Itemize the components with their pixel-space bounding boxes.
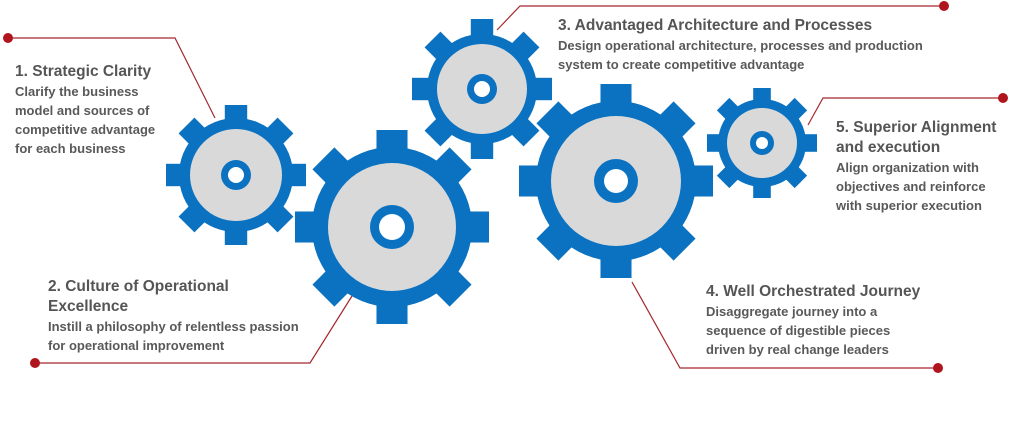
gear-2-tooth	[376, 130, 408, 151]
gear-2-tooth	[468, 211, 489, 243]
gear-5-tooth	[716, 165, 740, 189]
item-1-body-line: Clarify the business	[15, 84, 139, 99]
item-2-body-line: for operational improvement	[48, 338, 225, 353]
item-5-title: 5. Superior Alignment	[836, 119, 997, 136]
item-5-body-line: objectives and reinforce	[836, 179, 986, 194]
gear-2-tooth	[434, 269, 472, 307]
gear-3-tooth	[533, 77, 552, 101]
connector-dot-1	[3, 33, 13, 43]
gear-3-tooth	[424, 31, 454, 61]
item-3-body-line: Design operational architecture, process…	[558, 38, 923, 53]
gear-1-tooth	[289, 163, 306, 187]
gear-3-tooth	[470, 19, 494, 38]
gear-4-tooth	[600, 84, 632, 105]
gear-1-tooth	[224, 105, 248, 122]
item-1-body-line: model and sources of	[15, 103, 150, 118]
gear-2-tooth	[295, 211, 316, 243]
gear-3-tooth	[412, 77, 431, 101]
gear-1-tooth	[166, 163, 183, 187]
gear-1-tooth	[265, 117, 294, 146]
gear-4-tooth	[519, 165, 540, 197]
gear-4-tooth	[658, 101, 696, 139]
gear-5-hole	[756, 137, 768, 149]
gear-5-tooth	[784, 165, 808, 189]
gear-3-tooth	[470, 140, 494, 159]
item-4-title: 4. Well Orchestrated Journey	[706, 283, 921, 300]
connector-line-3	[496, 5, 944, 31]
item-1: 1. Strategic Clarity Clarify the busines…	[15, 62, 155, 158]
gear-3-tooth	[424, 117, 454, 147]
gear-4-tooth	[536, 101, 574, 139]
connector-line-1	[8, 37, 216, 119]
connector-dot-5	[998, 93, 1008, 103]
gear-3-tooth	[510, 31, 540, 61]
gear-4-tooth	[692, 165, 713, 197]
item-4: 4. Well Orchestrated Journey Disaggregat…	[706, 282, 920, 359]
gear-1-tooth	[178, 117, 207, 146]
connector-dot-4	[933, 363, 943, 373]
item-2-title: 2. Culture of Operational	[48, 278, 229, 295]
item-1-title: 1. Strategic Clarity	[15, 63, 152, 80]
gear-1-tooth	[178, 204, 207, 233]
connector-line-5	[807, 97, 1003, 126]
connector-dot-2	[30, 358, 40, 368]
item-5-body-line: with superior execution	[836, 198, 982, 213]
gear-2-hole	[379, 214, 405, 240]
item-5-title: and execution	[836, 139, 941, 156]
item-1-body-line: competitive advantage	[15, 122, 156, 137]
item-3-title: 3. Advantaged Architecture and Processes	[558, 17, 873, 34]
item-4-body-line: Disaggregate journey into a	[706, 304, 878, 319]
item-3: 3. Advantaged Architecture and Processes…	[558, 16, 923, 74]
item-2: 2. Culture of Operational Excellence Ins…	[48, 277, 299, 355]
gear-2-tooth	[376, 303, 408, 324]
connector-line-4	[631, 281, 938, 369]
gear-1-hole	[228, 167, 244, 183]
gear-1-tooth	[224, 228, 248, 245]
item-5: 5. Superior Alignment and execution Alig…	[836, 118, 996, 215]
item-1-body-line: for each business	[15, 141, 126, 156]
gear-4-tooth	[658, 223, 696, 261]
item-4-body-line: sequence of digestible pieces	[706, 323, 891, 338]
connector-line-2	[35, 295, 353, 364]
gear-4-hole	[604, 169, 628, 193]
gear-5-tooth	[784, 97, 808, 121]
gear-5-tooth	[716, 97, 740, 121]
gear-3-hole	[474, 81, 490, 97]
gear-4-tooth	[536, 223, 574, 261]
gear-1-tooth	[265, 204, 294, 233]
item-2-body-line: Instill a philosophy of relentless passi…	[48, 319, 299, 334]
gear-4-tooth	[600, 257, 632, 278]
item-2-title: Excellence	[48, 298, 129, 315]
connector-dot-3	[939, 1, 949, 11]
item-5-body-line: Align organization with	[836, 160, 979, 175]
item-4-body-line: driven by real change leaders	[706, 342, 889, 357]
item-3-body-line: system to create competitive advantage	[558, 57, 805, 72]
gear-2-tooth	[312, 269, 350, 307]
gear-3-tooth	[510, 117, 540, 147]
gear-2-tooth	[434, 147, 472, 185]
gear-2-tooth	[312, 147, 350, 185]
